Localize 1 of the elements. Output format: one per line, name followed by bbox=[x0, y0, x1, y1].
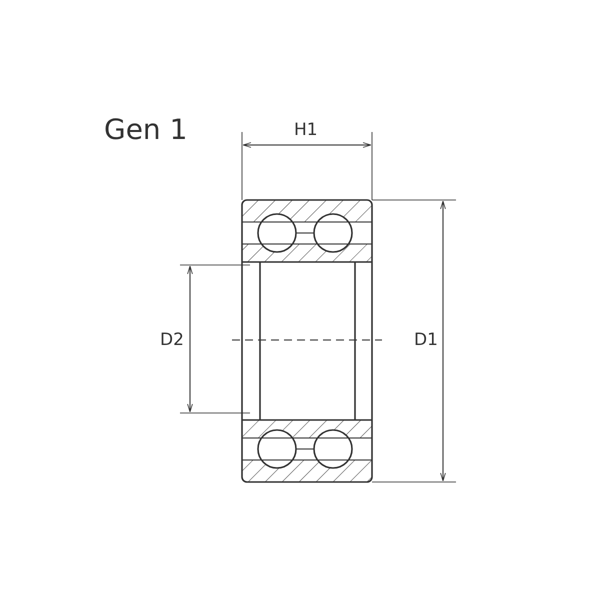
diagram-title: Gen 1 bbox=[104, 116, 188, 144]
